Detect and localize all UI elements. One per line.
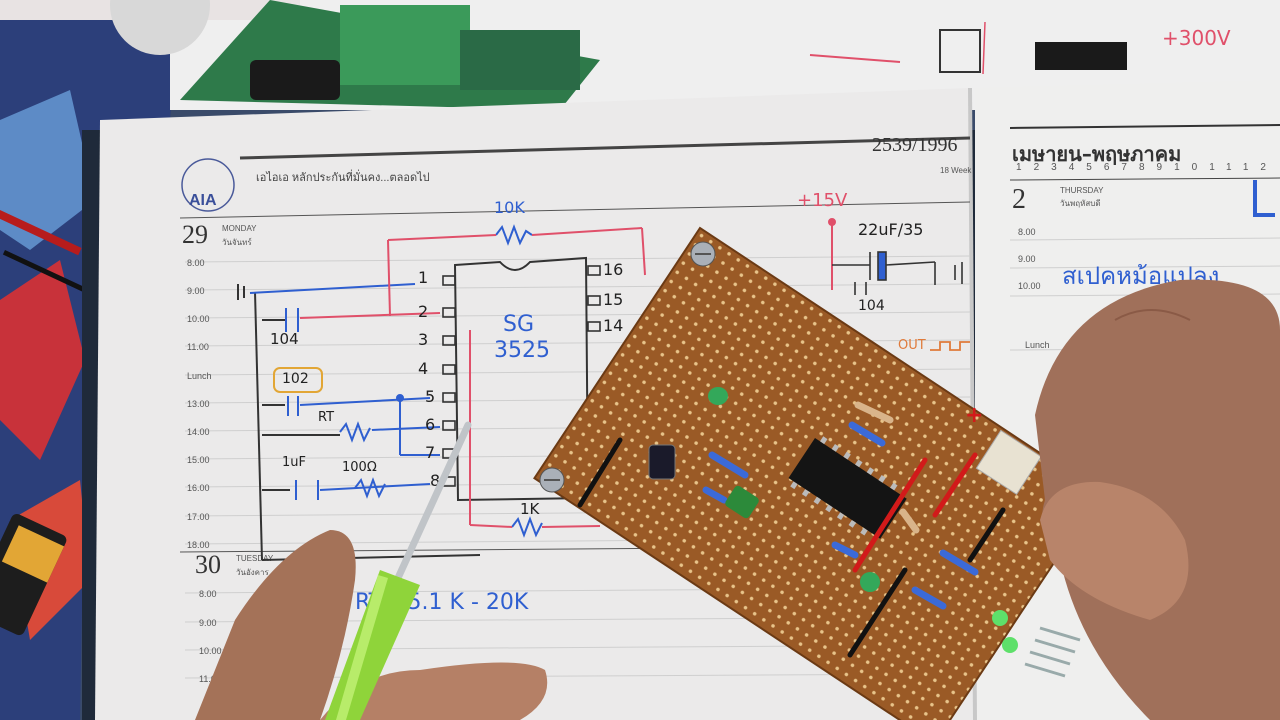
day-30-name: TUESDAY [236,554,274,563]
cap-102-label: 102 [282,371,309,387]
day-29-number: 29 [182,220,208,249]
date-numbers: 123456789101112 [1016,162,1278,173]
pin-label: 3 [418,330,429,349]
month-title: เมษายน–พฤษภาคม [1012,142,1182,166]
day-29-name: MONDAY [222,224,257,233]
time-label: 10.00 [187,314,210,324]
time-label: 13.00 [187,399,210,409]
cap-1uf-label: 1uF [282,455,306,470]
supply-15v-label: +15V [797,190,848,211]
pin-label: 16 [603,260,624,279]
pin-label: 4 [418,359,429,378]
cap-104b-label: 104 [858,298,885,314]
pin-label: 2 [418,302,429,321]
time-label: 15.00 [187,455,210,465]
time-label: Lunch [1025,340,1050,350]
day-30-number: 30 [195,550,221,579]
time-label: 8.00 [199,589,217,599]
year-heading: 2539/1996 [872,134,958,156]
supply-300v-label: +300V [1162,26,1231,50]
pin-label: 7 [425,443,436,462]
resistor-10k-label: 10K [494,198,525,217]
day-29-thai: วันจันทร์ [222,238,252,247]
time-label: 10.00 [199,646,222,656]
time-label: 8.00 [187,258,205,268]
cap-104-label: 104 [270,330,299,348]
pin-label: 5 [425,387,436,406]
resistor-1k-label: 1K [520,500,540,518]
output-label: OUT [898,338,926,353]
day-2-number: 2 [1012,184,1026,215]
time-label: 17.00 [187,512,210,522]
pin-label: 15 [603,290,624,309]
pin-label: 1 [418,268,429,287]
svg-text:+: + [965,403,983,428]
chip-part-number: 3525 [494,338,550,363]
cap-22uf-label: 22uF/35 [858,220,924,239]
time-label: 9.00 [187,286,205,296]
time-label: 14.00 [187,427,210,437]
time-label: 9.00 [1018,254,1036,264]
time-label: 11.00 [187,342,209,352]
chip-name: SG [503,312,535,337]
pin-label: 14 [603,316,624,335]
time-label: 8.00 [1018,227,1036,237]
time-label: 16.00 [187,483,210,493]
time-label: 9.00 [199,618,217,628]
time-label: 11.00 [199,674,221,684]
day-2-thai: วันพฤหัสบดี [1060,199,1101,208]
rt-label: RT [318,410,335,425]
pin-label: 8 [430,471,441,490]
diary-slogan: เอไอเอ หลักประกันที่มั่นคง...ตลอดไป [256,172,430,184]
day-2-name: THURSDAY [1060,186,1104,195]
aia-logo: AIA [189,192,217,209]
time-label: 18.00 [187,540,210,550]
resistor-100-label: 100Ω [342,460,377,475]
time-label: 10.00 [1018,281,1041,291]
week-label: 18 Week [940,166,972,175]
time-label: Lunch [187,371,212,381]
pin-label: 6 [425,415,436,434]
day-30-thai: วันอังคาร [236,568,269,577]
